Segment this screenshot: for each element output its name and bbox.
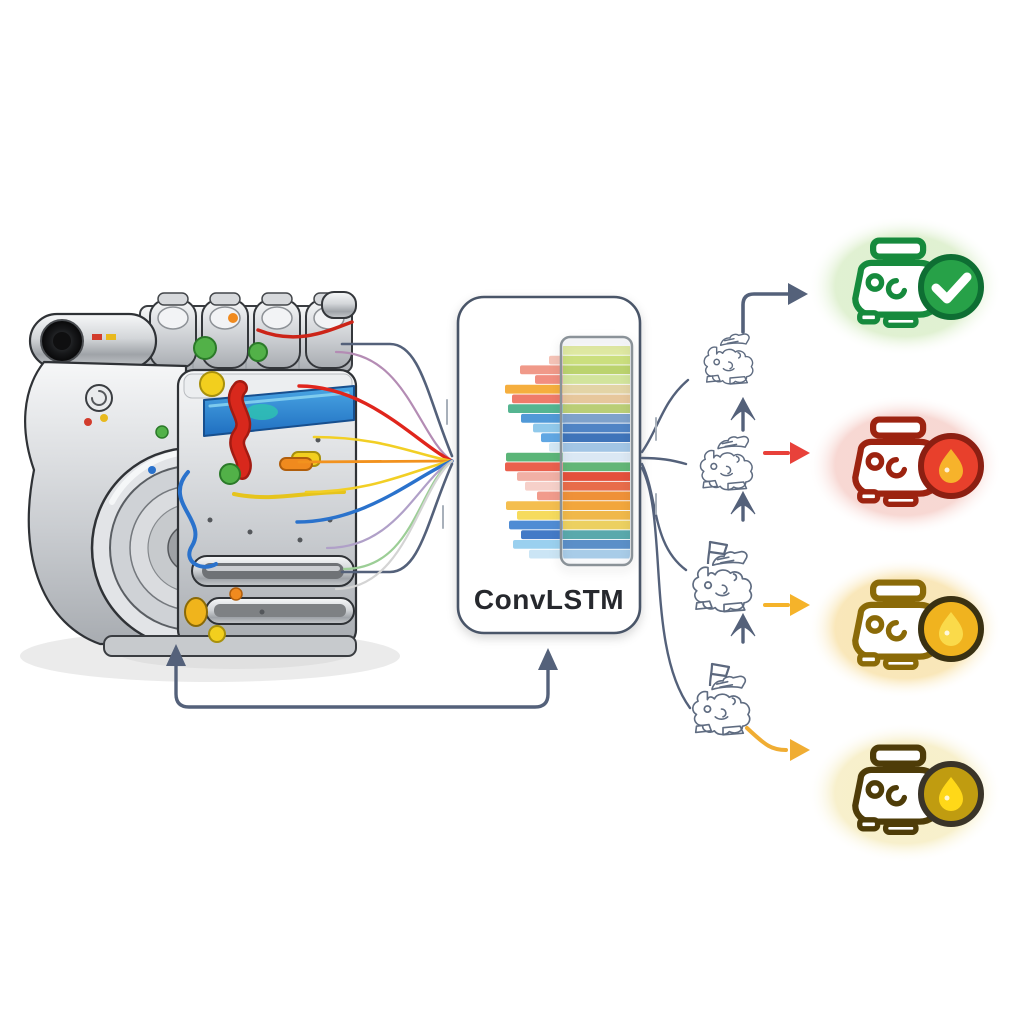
feature-row bbox=[509, 520, 566, 530]
prediction-fanout bbox=[640, 378, 692, 710]
air-intake bbox=[28, 312, 158, 370]
feature-row bbox=[506, 452, 566, 462]
feature-row bbox=[563, 404, 630, 413]
sensor-line bbox=[297, 459, 454, 464]
feature-row bbox=[508, 404, 566, 413]
prediction-outputs bbox=[741, 216, 1002, 863]
arrowhead-icon bbox=[788, 283, 808, 305]
feature-row bbox=[563, 423, 630, 433]
feature-row bbox=[563, 540, 630, 549]
feature-row bbox=[521, 530, 566, 540]
feedback-arrowhead bbox=[538, 648, 558, 670]
prediction-arrow bbox=[763, 594, 810, 616]
future-engine-sketch bbox=[703, 333, 754, 385]
feature-row bbox=[517, 510, 566, 520]
future-engine-sketch bbox=[691, 675, 751, 736]
sensor-line bbox=[334, 459, 454, 591]
model-label: ConvLSTM bbox=[473, 584, 625, 615]
sliding-window-border bbox=[559, 335, 634, 567]
feature-row bbox=[563, 510, 630, 520]
feature-rows-window bbox=[563, 346, 630, 559]
output-healthy-check bbox=[741, 216, 1002, 356]
oil-drop-badge-icon bbox=[918, 433, 984, 499]
sequence-up-arrows bbox=[730, 396, 756, 644]
sensor-line bbox=[312, 435, 454, 463]
feature-row bbox=[563, 462, 630, 472]
feature-row bbox=[563, 443, 630, 452]
feature-row bbox=[535, 375, 566, 384]
feature-row bbox=[513, 540, 566, 549]
feature-map bbox=[505, 335, 634, 567]
feature-row bbox=[563, 491, 630, 501]
feature-row bbox=[563, 413, 630, 423]
feature-row bbox=[563, 355, 630, 365]
feature-row bbox=[529, 549, 566, 559]
feature-row bbox=[517, 472, 566, 481]
feature-row bbox=[563, 530, 630, 540]
sensor-line bbox=[334, 350, 454, 463]
engine-illustration bbox=[20, 291, 400, 682]
feature-row bbox=[512, 394, 566, 404]
feature-row bbox=[563, 346, 630, 355]
feature-row bbox=[563, 549, 630, 559]
feature-rows-outer bbox=[505, 355, 566, 559]
sensor-signal-lines bbox=[295, 350, 454, 591]
feature-row bbox=[563, 481, 630, 491]
feature-row bbox=[537, 491, 566, 501]
feedback-arrowhead bbox=[166, 644, 186, 666]
sensor-line bbox=[304, 459, 454, 494]
red-hose bbox=[227, 380, 252, 480]
feature-row bbox=[563, 452, 630, 462]
output-oil-warning bbox=[763, 558, 1002, 698]
future-state-sketches bbox=[691, 333, 754, 736]
feature-row bbox=[563, 520, 630, 530]
sensor-line bbox=[325, 459, 454, 550]
feature-row bbox=[505, 462, 566, 472]
feature-row bbox=[533, 423, 566, 433]
sensor-line bbox=[297, 384, 454, 463]
sensor-line bbox=[295, 459, 454, 524]
feature-row bbox=[563, 365, 630, 375]
feature-row bbox=[563, 394, 630, 404]
muffler bbox=[321, 291, 357, 319]
red-top-wire bbox=[256, 320, 354, 339]
check-badge-icon bbox=[918, 254, 984, 320]
feedback-loop bbox=[166, 644, 558, 709]
feature-row bbox=[505, 384, 566, 394]
sketch-flag-icon bbox=[706, 540, 729, 564]
feature-row bbox=[563, 375, 630, 384]
future-engine-sketch bbox=[692, 550, 753, 613]
arrowhead-icon bbox=[790, 594, 810, 616]
feature-row bbox=[563, 433, 630, 443]
yellow-wire bbox=[232, 490, 346, 500]
feature-row bbox=[563, 384, 630, 394]
oil-drop-badge-icon bbox=[918, 596, 984, 662]
prediction-arrow bbox=[741, 283, 808, 334]
oil-drop-badge-icon bbox=[918, 761, 984, 827]
feature-row bbox=[520, 365, 566, 375]
prediction-arrow bbox=[745, 726, 810, 761]
feature-row bbox=[563, 472, 630, 481]
feature-row bbox=[525, 481, 566, 491]
blue-wire bbox=[178, 470, 218, 569]
feature-row bbox=[563, 501, 630, 510]
future-engine-sketch bbox=[699, 435, 754, 491]
prediction-arrow bbox=[763, 442, 810, 464]
output-oil-degraded bbox=[745, 723, 1002, 863]
arrowhead-icon bbox=[790, 739, 810, 761]
feature-row bbox=[506, 501, 566, 510]
sensor-fanin-brace bbox=[340, 342, 454, 574]
arrowhead-icon bbox=[790, 442, 810, 464]
feature-row bbox=[521, 413, 566, 423]
output-critical-alert bbox=[763, 395, 1002, 535]
